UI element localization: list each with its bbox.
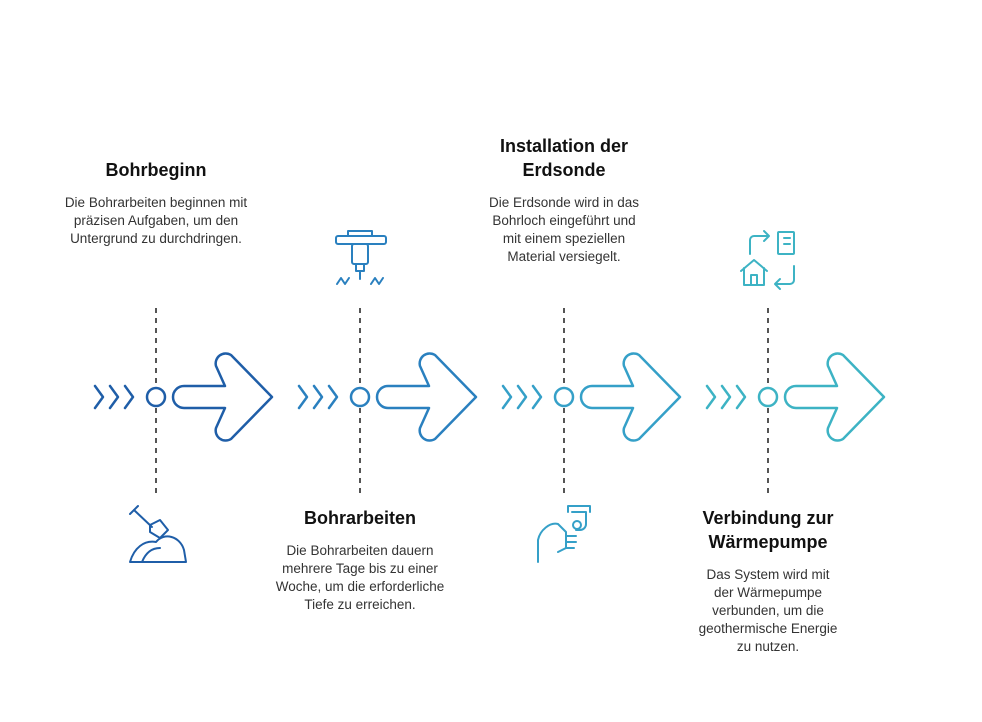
chevron-icon xyxy=(720,384,732,410)
timeline-node-4 xyxy=(757,386,779,408)
chevron-icon xyxy=(501,384,513,410)
step-title: Bohrbeginn xyxy=(105,160,207,180)
timeline-segment-3 xyxy=(501,352,682,442)
chevron-icon xyxy=(735,384,747,410)
step-description: Das System wird mit der Wärmepumpe verbu… xyxy=(698,567,838,654)
step-3-text: Installation der Erdsonde Die Erdsonde w… xyxy=(464,134,664,266)
timeline-segment-2 xyxy=(297,352,478,442)
step-1-text: Bohrbeginn Die Bohrarbeiten beginnen mit… xyxy=(56,158,256,248)
chevron-icon xyxy=(108,384,120,410)
chevron-icon xyxy=(705,384,717,410)
big-arrow-icon xyxy=(375,352,478,442)
chevron-icon xyxy=(531,384,543,410)
chevron-icon xyxy=(516,384,528,410)
chevron-icon xyxy=(297,384,309,410)
step-description: Die Bohrarbeiten beginnen mit präzisen A… xyxy=(64,195,248,246)
timeline-node-1 xyxy=(145,386,167,408)
chevron-icon xyxy=(93,384,105,410)
step-description: Die Bohrarbeiten dauern mehrere Tage bis… xyxy=(275,543,445,612)
timeline-node-2 xyxy=(349,386,371,408)
step-2-text: Bohrarbeiten Die Bohrarbeiten dauern meh… xyxy=(260,506,460,614)
chevron-icon xyxy=(327,384,339,410)
step-description: Die Erdsonde wird in das Bohrloch eingef… xyxy=(488,195,640,264)
shovel-dirt-icon xyxy=(129,505,187,563)
big-arrow-icon xyxy=(783,352,886,442)
hand-pipe-icon xyxy=(537,505,591,563)
big-arrow-icon xyxy=(171,352,274,442)
step-title: Verbindung zur Wärmepumpe xyxy=(702,508,834,552)
timeline-segment-4 xyxy=(705,352,886,442)
timeline-segment-1 xyxy=(93,352,274,442)
step-title: Bohrarbeiten xyxy=(303,508,417,528)
jackhammer-icon xyxy=(335,230,387,285)
timeline-node-3 xyxy=(553,386,575,408)
chevron-icon xyxy=(123,384,135,410)
step-title: Installation der Erdsonde xyxy=(499,136,629,180)
house-heatpump-cycle-icon xyxy=(740,230,795,290)
step-4-text: Verbindung zur Wärmepumpe Das System wir… xyxy=(668,506,868,656)
chevron-icon xyxy=(312,384,324,410)
big-arrow-icon xyxy=(579,352,682,442)
